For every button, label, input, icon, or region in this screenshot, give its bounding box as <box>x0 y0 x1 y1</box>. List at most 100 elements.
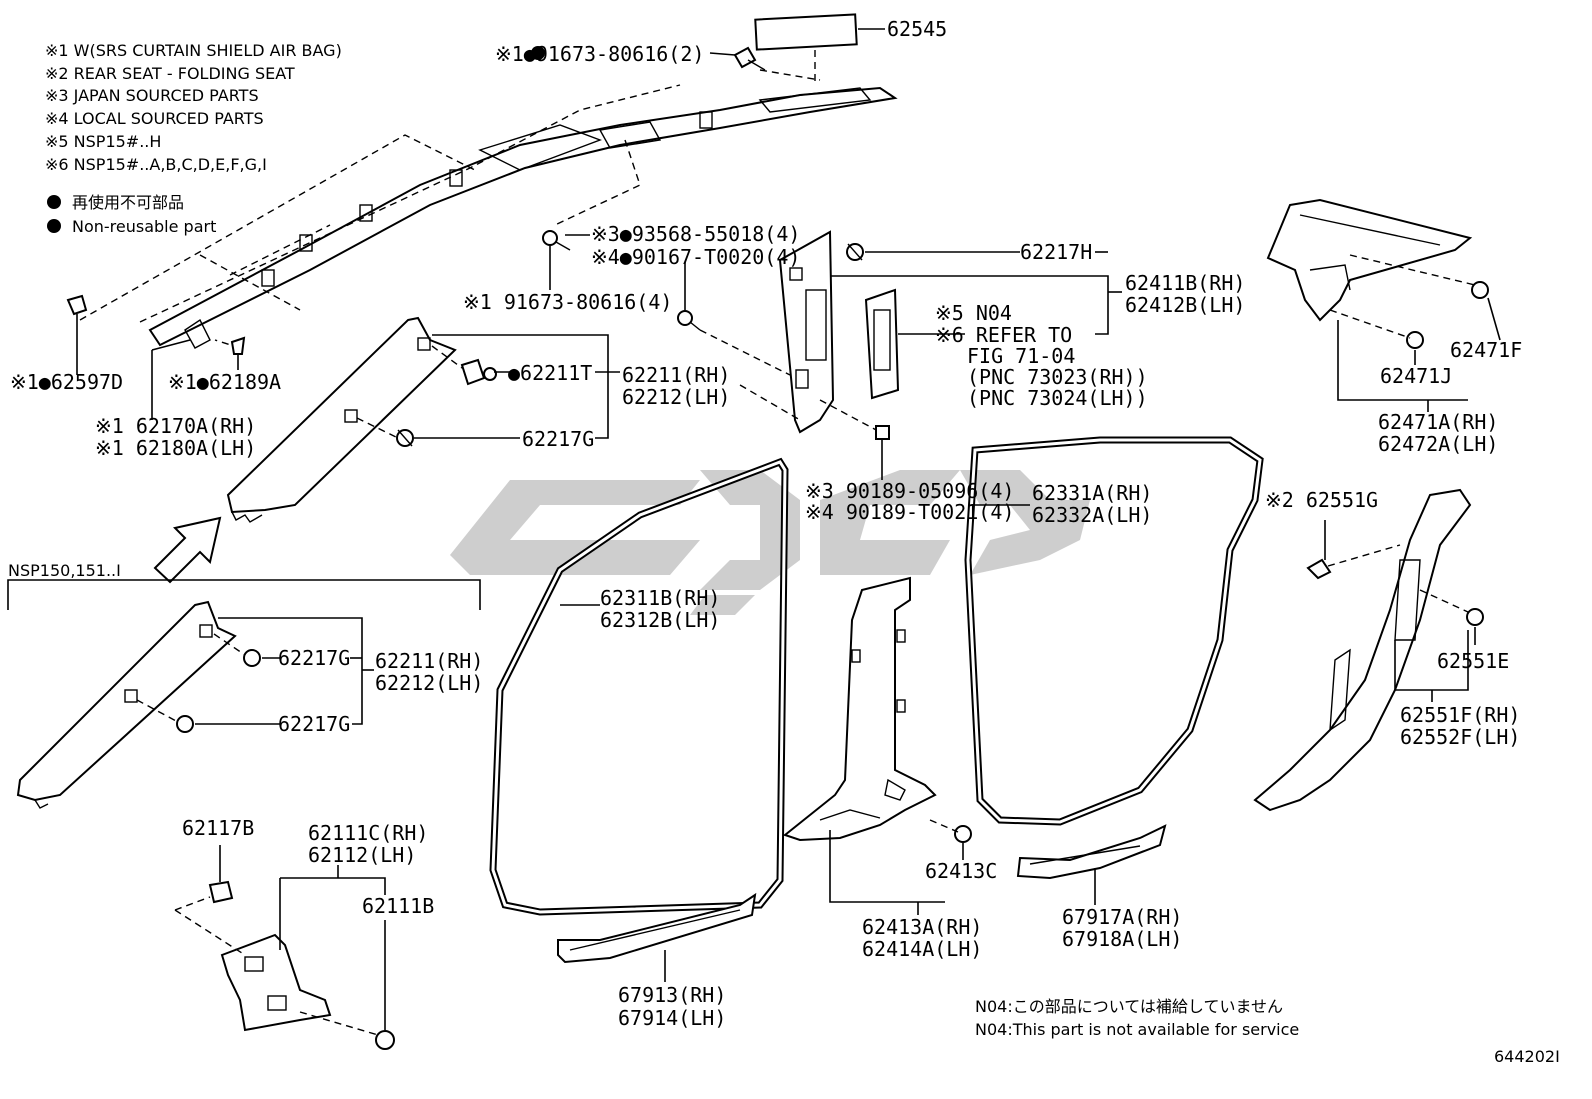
quarter-trim-rear <box>1253 488 1472 812</box>
center-pillar-garnish <box>778 230 835 434</box>
label-n04: ※5 N04 <box>935 301 1012 325</box>
dashed-guide <box>554 139 641 226</box>
label-62471A: 62471A(RH) <box>1378 410 1498 434</box>
label-93568: ※3●93568-55018(4) <box>591 222 800 246</box>
dashed-guide <box>136 699 179 723</box>
notes-block: ※1 W(SRS CURTAIN SHIELD AIR BAG) ※2 REAR… <box>45 41 342 236</box>
front-scuff-plate <box>557 892 757 964</box>
dashed-guide <box>739 384 801 421</box>
note-2: ※2 REAR SEAT - FOLDING SEAT <box>45 64 295 83</box>
label-62212-b: 62212(LH) <box>375 671 483 695</box>
label-67914: 67914(LH) <box>618 1006 726 1030</box>
watermark-logo <box>450 470 1090 615</box>
screw-icon <box>542 230 571 251</box>
non-reusable-bullet-icon <box>47 219 61 233</box>
label-67918A: 67918A(LH) <box>1062 927 1182 951</box>
dashed-guide <box>1419 589 1469 613</box>
label-62412B: 62412B(LH) <box>1125 293 1245 317</box>
label-91673-2: ※1●91673-80616(2) <box>495 42 704 66</box>
clip-62551G-icon <box>1306 558 1332 580</box>
label-62212: 62212(LH) <box>622 385 730 409</box>
note-1: ※1 W(SRS CURTAIN SHIELD AIR BAG) <box>45 41 342 60</box>
a-pillar-garnish-nsp <box>16 600 237 809</box>
clip-62471F-icon <box>1471 281 1489 299</box>
dashed-guide <box>174 909 246 956</box>
part-labels: 62545 ※1●91673-80616(2) ※3●93568-55018(4… <box>8 17 1560 1066</box>
label-62332A: 62332A(LH) <box>1032 503 1152 527</box>
belt-adjuster-n04 <box>864 288 900 400</box>
dashed-guide <box>699 329 791 376</box>
label-pnc-lh: (PNC 73024(LH)) <box>967 386 1148 410</box>
nsp-section-bracket <box>7 579 481 610</box>
leader-line <box>1487 297 1501 341</box>
note-3: ※3 JAPAN SOURCED PARTS <box>45 86 259 105</box>
dashed-guide <box>213 633 246 656</box>
legend-jp: 再使用不可部品 <box>72 193 184 212</box>
label-fig: FIG 71-04 <box>967 344 1075 368</box>
label-62211: 62211(RH) <box>622 363 730 387</box>
dashed-guide <box>759 69 821 81</box>
label-62311B: 62311B(RH) <box>600 586 720 610</box>
label-62217G-c: 62217G <box>278 712 350 736</box>
label-62111C: 62111C(RH) <box>308 821 428 845</box>
label-62189A: ※1●62189A <box>168 370 281 394</box>
non-reusable-bullet-icon <box>47 195 61 209</box>
label-62551E: 62551E <box>1437 649 1509 673</box>
label-90189-a: ※3 90189-05096(4) <box>805 479 1014 503</box>
label-62217G: 62217G <box>522 427 594 451</box>
label-62217G-b: 62217G <box>278 646 350 670</box>
clip-62217G-icon <box>396 429 414 447</box>
dashed-guide <box>1329 309 1411 339</box>
clip-62551E-icon <box>1466 608 1484 626</box>
rear-door-opening-trim <box>964 436 1264 826</box>
label-62545: 62545 <box>887 17 947 41</box>
leader-bracket <box>432 334 609 439</box>
label-90189-b: ※4 90189-T0021(4) <box>805 500 1014 524</box>
front-door-opening-trim <box>489 457 789 916</box>
bolt-icon <box>733 46 766 71</box>
label-refer: ※6 REFER TO <box>935 323 1072 347</box>
label-62597D: ※1●62597D <box>10 370 123 394</box>
label-62312B: 62312B(LH) <box>600 608 720 632</box>
clip-62217H-icon <box>846 243 864 261</box>
label-67913: 67913(RH) <box>618 983 726 1007</box>
clip-62211T-icon <box>460 358 497 386</box>
label-90167: ※4●90167-T0020(4) <box>591 245 800 269</box>
label-62111B: 62111B <box>362 894 434 918</box>
label-62112: 62112(LH) <box>308 843 416 867</box>
cowl-side-trim <box>220 933 332 1032</box>
clip-62111B-icon <box>375 1030 395 1050</box>
center-pillar-garnish-lower <box>782 576 937 842</box>
label-62414A: 62414A(LH) <box>862 937 982 961</box>
label-62331A: 62331A(RH) <box>1032 481 1152 505</box>
clip-62471J-icon <box>1406 331 1424 349</box>
clip-62217G-icon <box>243 649 261 667</box>
clip-90189-icon <box>875 425 890 440</box>
clip-62413C-icon <box>954 825 972 843</box>
leader-bracket <box>218 617 363 725</box>
dashed-guide <box>1327 544 1401 567</box>
screw-icon <box>677 310 701 331</box>
label-62551G: ※2 62551G <box>1265 488 1378 512</box>
label-62471J: 62471J <box>1380 364 1452 388</box>
note-5: ※5 NSP15#..H <box>45 132 161 151</box>
nut-62117B-icon <box>208 880 234 904</box>
dashed-guide <box>299 1011 379 1036</box>
label-62552F: 62552F(LH) <box>1400 725 1520 749</box>
label-91673-4: ※1 91673-80616(4) <box>463 290 672 314</box>
figure-number: 644202I <box>1494 1047 1560 1066</box>
footnote-en: N04:This part is not available for servi… <box>975 1020 1299 1039</box>
rear-scuff-plate <box>1016 824 1167 880</box>
dashed-guide <box>929 819 959 833</box>
trim-strip-62545 <box>754 13 858 51</box>
clip-62217G-icon <box>176 715 194 733</box>
label-62472A: 62472A(LH) <box>1378 432 1498 456</box>
leader-bracket <box>280 877 386 895</box>
dashed-guide <box>356 417 399 439</box>
leader-line <box>151 339 191 351</box>
leader-bracket <box>830 275 1109 335</box>
leader-bracket <box>829 830 945 903</box>
legend-en: Non-reusable part <box>72 217 216 236</box>
clip-62597D-icon <box>66 294 88 316</box>
roof-side-garnish-rear <box>1266 198 1473 322</box>
